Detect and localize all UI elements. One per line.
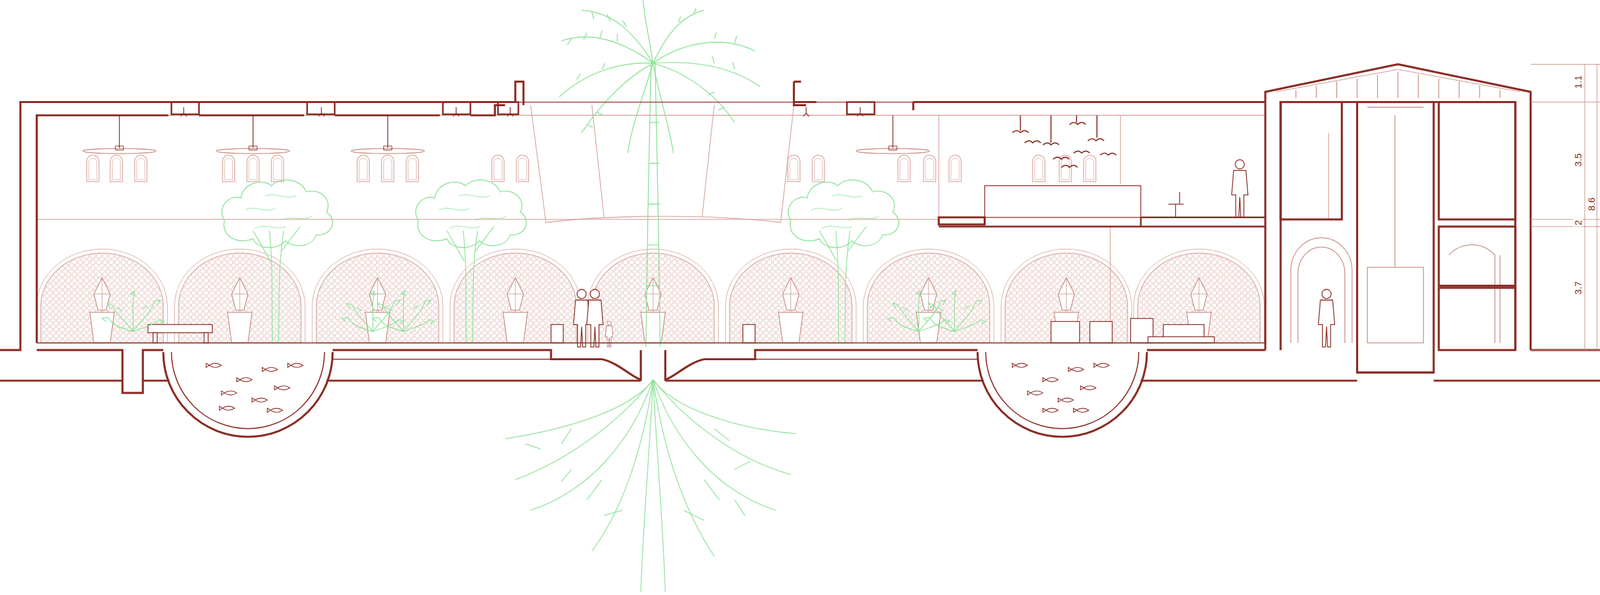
palm-tree <box>559 0 761 347</box>
dimension-label: 1.1 <box>1572 73 1583 90</box>
palm-roots <box>504 379 796 592</box>
people <box>573 160 1335 348</box>
bird-mobile <box>1012 115 1117 168</box>
dimension-label: 2 <box>1572 218 1583 226</box>
structure <box>0 64 1600 437</box>
arched-windows <box>87 154 1097 182</box>
furniture <box>147 185 1215 344</box>
plants <box>101 179 986 344</box>
dimension-label: 8.6 <box>1585 195 1596 212</box>
tower-details <box>1275 69 1521 344</box>
interior-light-lines <box>36 102 1357 351</box>
dimension-label: 3.7 <box>1572 279 1583 296</box>
fish <box>206 363 1110 413</box>
dimension-label: 3.5 <box>1572 152 1583 169</box>
arcade-arches <box>36 248 1264 344</box>
